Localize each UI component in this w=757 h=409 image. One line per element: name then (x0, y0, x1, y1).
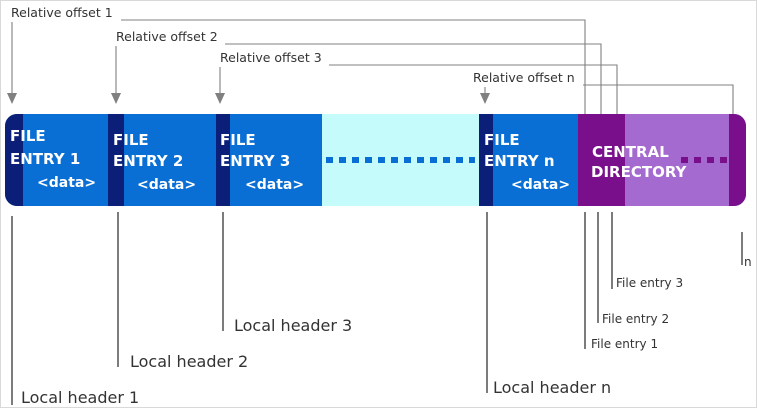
offset-2-line (115, 43, 602, 114)
archive-bar (5, 114, 746, 206)
offset-3-line (219, 64, 618, 114)
entry-1-data: <data> (37, 175, 96, 191)
offset-n-line (484, 84, 734, 114)
offset-2-arrowhead (111, 93, 121, 104)
entry-n-data: <data> (511, 177, 570, 193)
offset-n-arrowhead (480, 93, 490, 104)
entry-2-title: FILE (113, 131, 149, 149)
offset-labels: Relative offset 1 Relative offset 2 Rela… (9, 5, 583, 87)
offset-1-line (11, 19, 586, 114)
local-header-strip-3 (216, 114, 230, 206)
file-entry-1: FILE ENTRY 1 <data> (10, 127, 96, 191)
offset-label-n: Relative offset n (473, 70, 575, 85)
offset-1-arrowhead (7, 93, 17, 104)
local-header-strip-2 (108, 114, 124, 206)
entry-3-subtitle: ENTRY 3 (220, 152, 290, 170)
entry-3-title: FILE (220, 131, 256, 149)
file-entry-1-label: File entry 1 (591, 337, 658, 351)
local-header-strip-n (479, 114, 493, 206)
n-entry-label: n (744, 255, 752, 269)
entry-1-title: FILE (10, 127, 46, 145)
entry-3-data: <data> (245, 177, 304, 193)
file-entry-3: FILE ENTRY 3 <data> (220, 131, 304, 193)
offset-label-2: Relative offset 2 (116, 29, 218, 44)
offset-3-arrowhead (215, 93, 225, 104)
file-entry-n: FILE ENTRY n <data> (484, 131, 570, 193)
offset-arrows (7, 19, 734, 114)
file-entry-2-label: File entry 2 (602, 312, 669, 326)
file-entry-3-label: File entry 3 (616, 276, 683, 290)
local-header-1-label: Local header 1 (21, 388, 139, 407)
file-entry-2: FILE ENTRY 2 <data> (113, 131, 196, 193)
local-header-callouts (11, 212, 488, 405)
local-header-2-label: Local header 2 (130, 352, 248, 371)
offset-label-1: Relative offset 1 (11, 5, 113, 20)
entry-2-data: <data> (137, 177, 196, 193)
gap-region (322, 114, 479, 206)
entry-n-subtitle: ENTRY n (484, 152, 555, 170)
local-header-n-label: Local header n (493, 378, 611, 397)
central-entry-callouts (584, 212, 743, 349)
central-directory-line2: DIRECTORY (591, 163, 688, 181)
offset-label-3: Relative offset 3 (220, 50, 322, 65)
local-header-strip-1 (5, 114, 23, 206)
local-header-3-label: Local header 3 (234, 316, 352, 335)
central-directory: CENTRAL DIRECTORY (591, 143, 688, 181)
entry-n-title: FILE (484, 131, 520, 149)
central-directory-line1: CENTRAL (592, 143, 669, 161)
entry-2-subtitle: ENTRY 2 (113, 152, 183, 170)
entry-1-subtitle: ENTRY 1 (10, 150, 80, 168)
